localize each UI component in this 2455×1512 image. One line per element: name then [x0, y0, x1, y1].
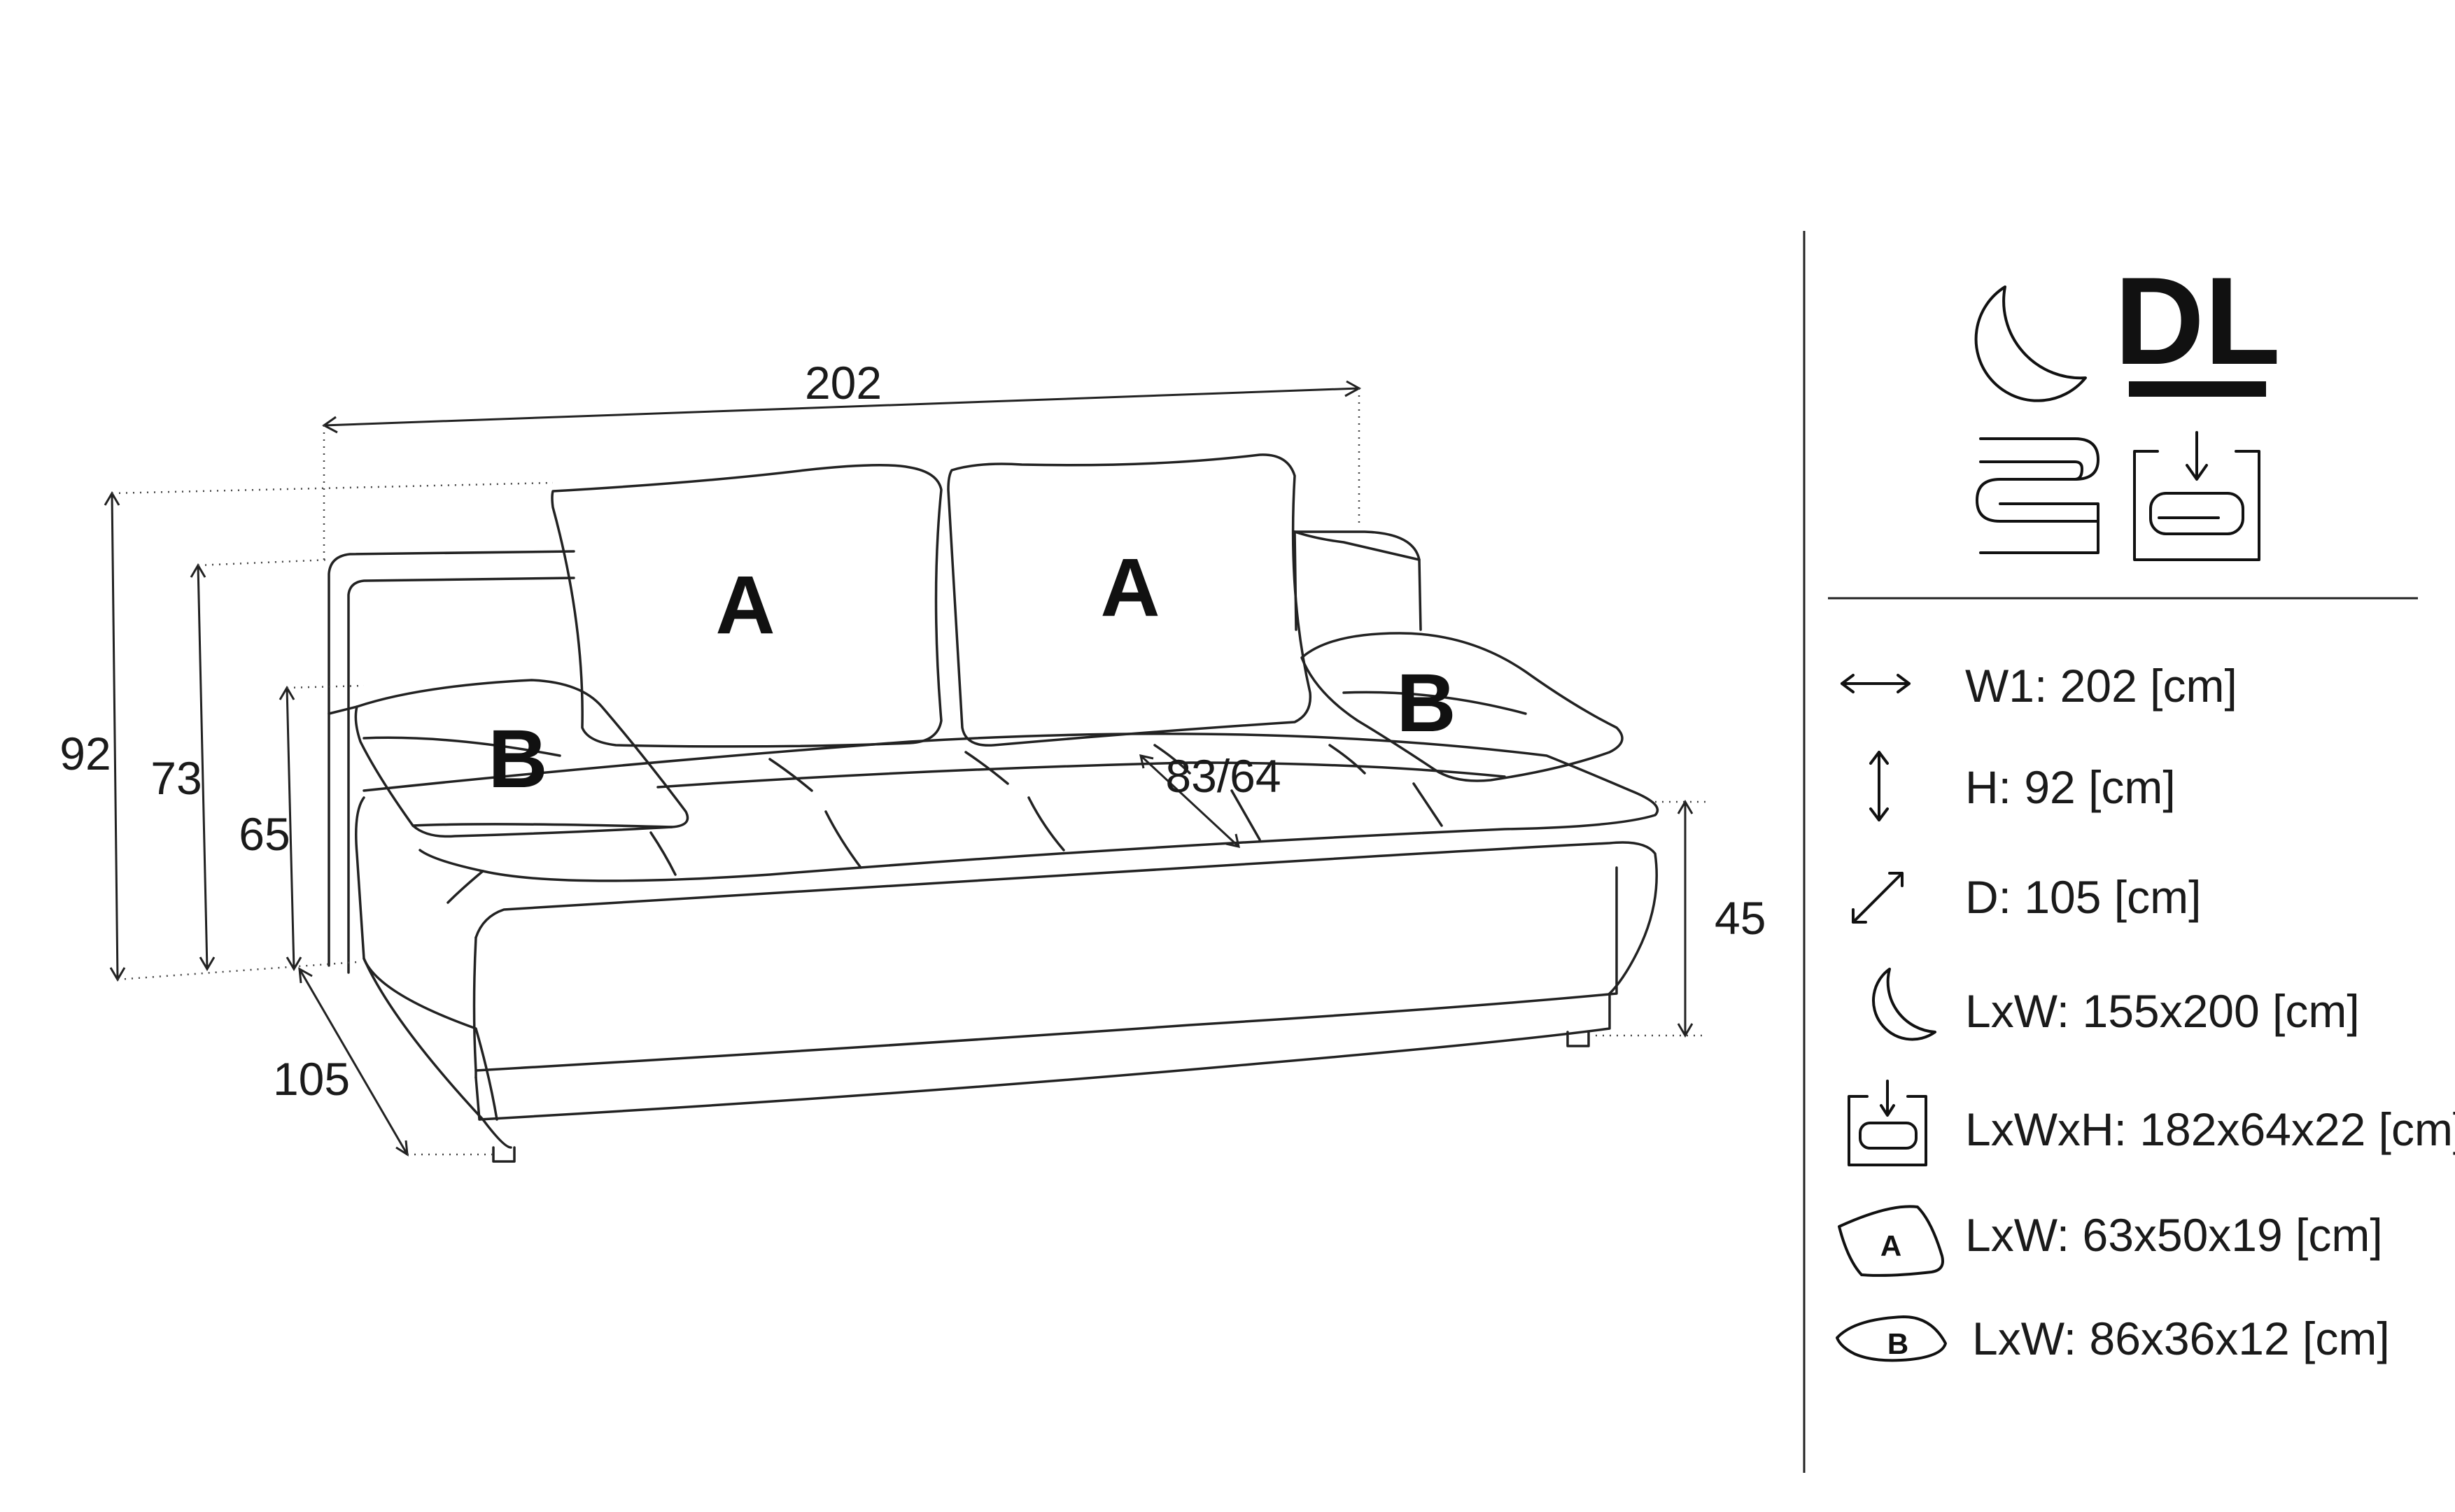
dimension-armrest-label: 65 [239, 808, 290, 860]
spec-height-text: H: 92 [cm] [1965, 761, 2176, 813]
cushion-label-a-right: A [1100, 542, 1160, 634]
spec-cushion-a-text: LxW: 63x50x19 [cm] [1965, 1209, 2383, 1261]
cushion-label-a-left: A [715, 559, 775, 651]
throw-pillow-left [354, 679, 689, 838]
brand-mark-dl: DL [2114, 251, 2280, 390]
dimension-depth-label: 105 [273, 1053, 350, 1105]
cushion-label-b-right: B [1396, 657, 1456, 749]
dimension-seat-height-label: 45 [1715, 892, 1766, 944]
spec-cushion-b-text: LxW: 86x36x12 [cm] [1972, 1313, 2390, 1364]
spec-storage-text: LxWxH: 182x64x22 [cm] [1965, 1103, 2455, 1155]
dimension-width-label: 202 [805, 357, 882, 409]
height-arrow-icon [1869, 751, 1889, 821]
spec-sleeping-area-text: LxW: 155x200 [cm] [1965, 985, 2360, 1037]
cushion-b-icon [1836, 1315, 1947, 1362]
depth-arrow-icon [1852, 872, 1904, 924]
sleeping-moon-small-icon [1872, 968, 1936, 1041]
dimension-lines [104, 380, 1708, 1157]
spec-width-text: W1: 202 [cm] [1965, 660, 2237, 712]
brand-mark-underline [2129, 381, 2266, 397]
dimension-height-label: 92 [59, 728, 111, 779]
dimension-seat-depth-label: 83/64 [1165, 750, 1281, 802]
storage-box-small-icon [1848, 1080, 1927, 1166]
width-arrow-icon [1841, 674, 1911, 693]
spec-depth-text: D: 105 [cm] [1965, 871, 2201, 923]
cushion-label-b-left: B [488, 713, 547, 805]
sleeping-moon-icon [1974, 285, 2087, 402]
cushion-b-icon-label: B [1887, 1327, 1908, 1360]
bedding-storage-icon [2133, 431, 2260, 561]
cushion-a-icon [1838, 1205, 1944, 1277]
spring-mattress-icon [1976, 437, 2099, 554]
dimension-backrest-label: 73 [150, 752, 202, 804]
sofa-outline [328, 530, 1659, 1163]
back-cushion-right [947, 453, 1312, 747]
cushion-a-icon-label: A [1880, 1229, 1901, 1262]
back-cushion-left [551, 464, 943, 748]
throw-pillow-right [1300, 632, 1624, 782]
